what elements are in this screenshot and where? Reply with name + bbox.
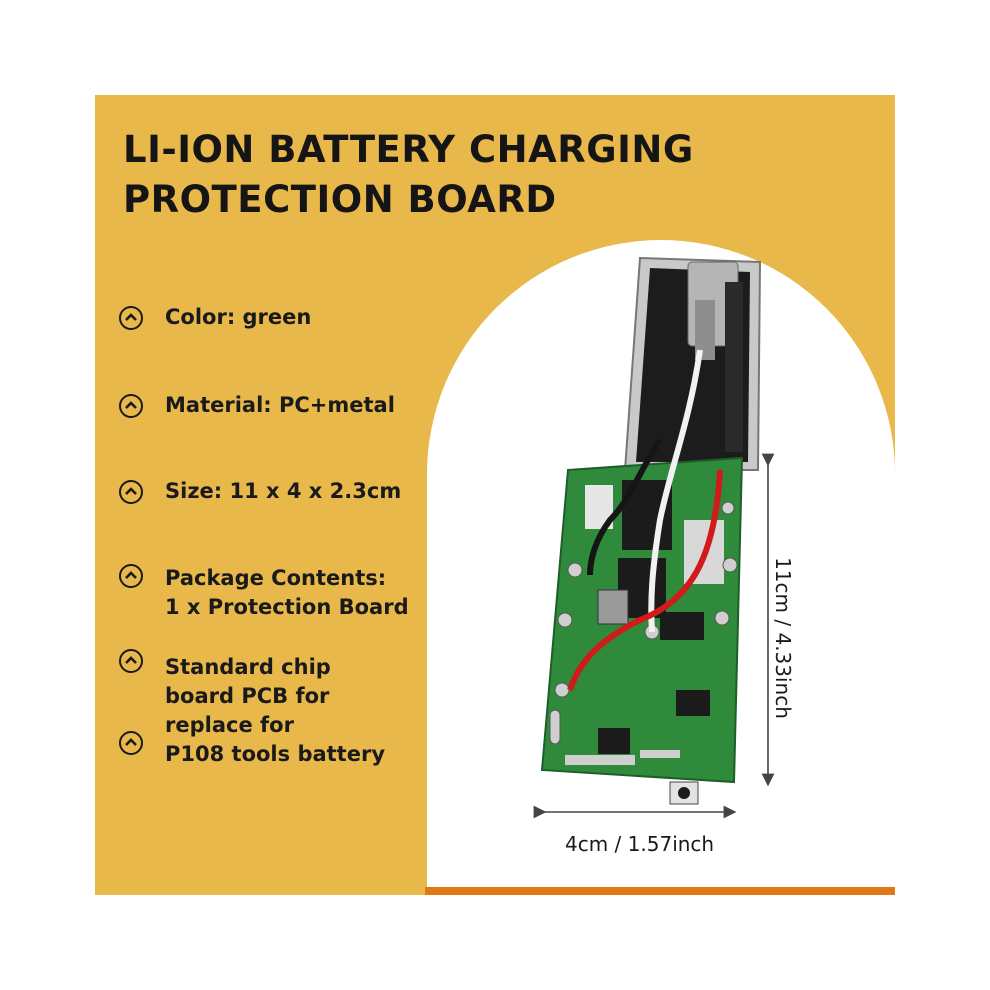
width-dimension-label: 4cm / 1.57inch xyxy=(565,832,715,856)
feature-text: P108 tools battery xyxy=(165,742,386,766)
chevron-up-circle-icon xyxy=(119,480,143,504)
feature-text: Package Contents: xyxy=(165,566,387,590)
height-dimension-label: 11cm / 4.33inch xyxy=(771,557,795,719)
pcb-board xyxy=(540,456,744,805)
wires xyxy=(567,349,723,691)
feature-text: 1 x Protection Board xyxy=(165,595,409,619)
accent-bar xyxy=(425,887,895,895)
feature-text: Standard chip xyxy=(165,655,331,679)
dimension-arrows xyxy=(533,453,775,819)
feature-text: Size: 11 x 4 x 2.3cm xyxy=(165,479,402,503)
chevron-up-circle-icon xyxy=(119,306,143,330)
connector-housing xyxy=(623,256,762,471)
title-line-2: PROTECTION BOARD xyxy=(123,178,557,221)
feature-text: Material: PC+metal xyxy=(165,393,395,417)
chevron-up-circle-icon xyxy=(119,731,143,755)
product-title: LI-ION BATTERY CHARGING PROTECTION BOARD xyxy=(123,125,763,225)
feature-text: replace for xyxy=(165,713,294,737)
feature-text: Color: green xyxy=(165,305,312,329)
feature-text: board PCB for xyxy=(165,684,330,708)
chevron-up-circle-icon xyxy=(119,649,143,673)
title-line-1: LI-ION BATTERY CHARGING xyxy=(123,128,694,171)
chevron-up-circle-icon xyxy=(119,394,143,418)
chevron-up-circle-icon xyxy=(119,564,143,588)
